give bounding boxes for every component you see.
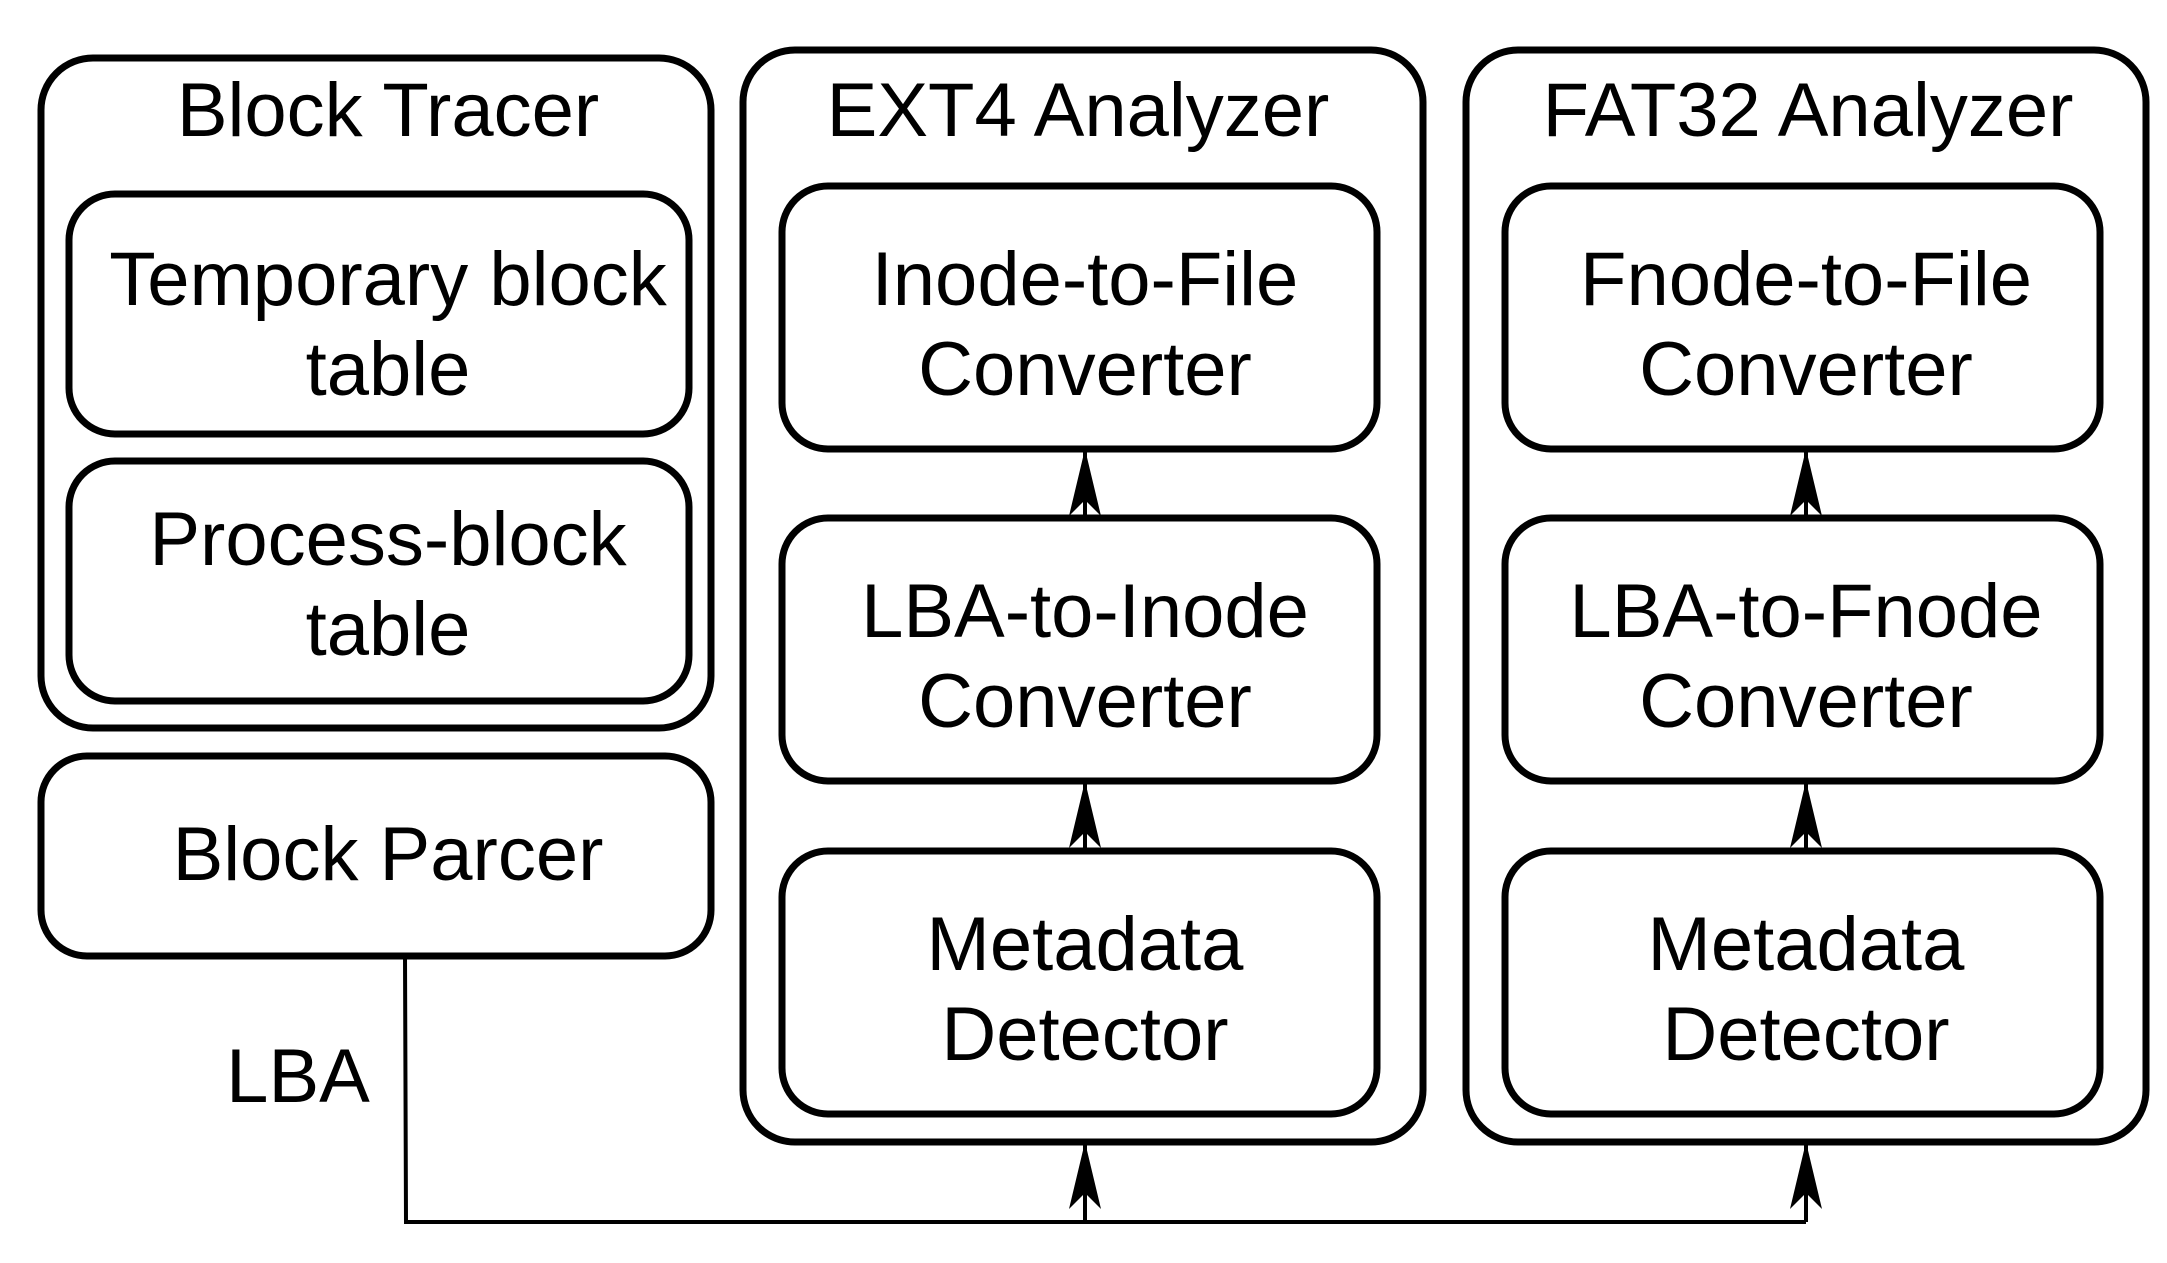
process-block-table-box [65, 457, 693, 705]
block-parser-group: Block Parcer [37, 752, 715, 960]
block-parser-label: Block Parcer [173, 812, 604, 897]
ext4-lba-to-file-arrowhead [1069, 449, 1101, 516]
temporary-block-table-label-line2: table [306, 327, 471, 412]
fat32-lba-to-file-arrowhead [1790, 449, 1822, 516]
ext4-metadata-detector-label-line2: Detector [941, 992, 1228, 1077]
inode-to-file-converter-label-line1: Inode-to-File [872, 237, 1299, 322]
fat32-metadata-detector-label-line1: Metadata [1648, 902, 1966, 987]
lba-to-ext4-arrowhead [1069, 1142, 1101, 1209]
process-block-table-label-line1: Process-block [149, 497, 627, 582]
ext4-detector-to-lba-arrowhead [1069, 781, 1101, 848]
lba-to-inode-converter-box [778, 514, 1381, 785]
lba-connector-line [403, 955, 1806, 1224]
lba-connector-label: LBA [226, 1034, 370, 1119]
ext4-analyzer-title: EXT4 Analyzer [827, 68, 1330, 153]
lba-connector: LBA [226, 955, 1822, 1224]
temporary-block-table-label-line1: Temporary block [109, 237, 668, 322]
ext4-metadata-detector-label-line1: Metadata [927, 902, 1245, 987]
block-parser-box [37, 752, 715, 960]
fnode-to-file-converter-box [1501, 182, 2104, 453]
lba-to-fnode-converter-label-line1: LBA-to-Fnode [1569, 569, 2042, 654]
lba-to-fnode-converter-label-line2: Converter [1639, 659, 1973, 744]
fnode-to-file-converter-label-line2: Converter [1639, 327, 1973, 412]
lba-to-fnode-converter-box [1501, 514, 2104, 785]
fat32-detector-to-lba-arrowhead [1790, 781, 1822, 848]
fat32-metadata-detector-label-line2: Detector [1662, 992, 1949, 1077]
fat32-analyzer-title: FAT32 Analyzer [1543, 68, 2074, 153]
block-tracer-title: Block Tracer [177, 68, 599, 153]
inode-to-file-converter-box [778, 182, 1381, 453]
fnode-to-file-converter-label-line1: Fnode-to-File [1580, 237, 2032, 322]
temporary-block-table-box [65, 190, 693, 438]
block-tracer-group: Block Tracer Temporary block table Proce… [37, 54, 715, 732]
ext4-analyzer-group: EXT4 Analyzer Inode-to-File Converter LB… [739, 46, 1427, 1146]
ext4-metadata-detector-box [778, 847, 1381, 1118]
fat32-analyzer-group: FAT32 Analyzer Fnode-to-File Converter L… [1462, 46, 2150, 1146]
inode-to-file-converter-label-line2: Converter [918, 327, 1252, 412]
lba-to-fat32-arrowhead [1790, 1142, 1822, 1209]
lba-to-inode-converter-label-line1: LBA-to-Inode [861, 569, 1309, 654]
lba-to-inode-converter-label-line2: Converter [918, 659, 1252, 744]
process-block-table-label-line2: table [306, 587, 471, 672]
fat32-metadata-detector-box [1501, 847, 2104, 1118]
